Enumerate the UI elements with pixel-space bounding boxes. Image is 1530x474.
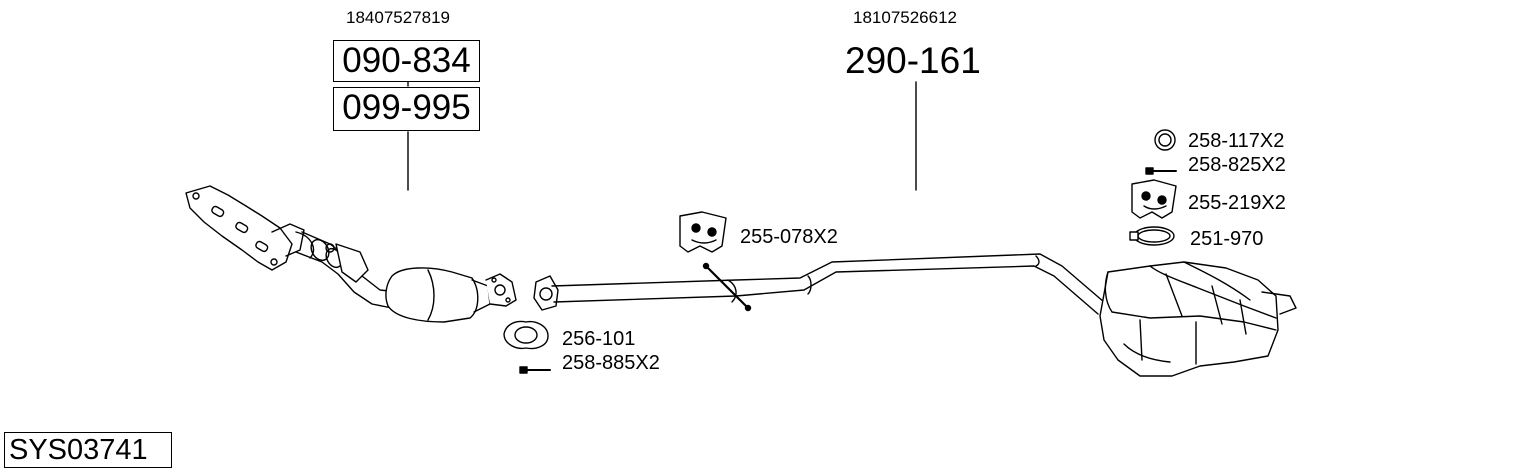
part-number-box-090-834[interactable]: 090-834 (333, 40, 480, 82)
rear-muffler (1099, 261, 1297, 377)
accessory-label-256-101[interactable]: 256-101 (562, 328, 636, 350)
ring-icon-1 (1154, 129, 1176, 151)
middle-pipe (551, 253, 1105, 315)
oe-number-front: 18407527819 (346, 8, 451, 27)
rubber-hanger-icon-2 (1131, 179, 1177, 219)
part-number-290-161[interactable]: 290-161 (845, 40, 981, 81)
bolt-icon-2 (1145, 167, 1177, 175)
system-code: SYS03741 (4, 432, 172, 468)
accessory-label-255-219X2[interactable]: 255-219X2 (1188, 192, 1286, 214)
oe-number-rear: 18107526612 (853, 8, 958, 27)
accessory-label-251-970[interactable]: 251-970 (1190, 228, 1264, 250)
bolt-icon-1 (519, 366, 551, 374)
part-number-box-099-995[interactable]: 099-995 (333, 87, 480, 131)
exhaust-manifold (185, 185, 315, 271)
rubber-hanger-icon-1 (679, 211, 727, 253)
gasket-icon-1 (503, 320, 549, 350)
accessory-label-258-825X2[interactable]: 258-825X2 (1188, 154, 1286, 176)
front-pipe (295, 231, 399, 309)
pipe-clamp (702, 262, 752, 312)
accessory-label-255-078X2[interactable]: 255-078X2 (740, 226, 838, 248)
clamp-icon-1 (1129, 226, 1175, 246)
flange-gasket (533, 275, 559, 311)
accessory-label-258-885X2[interactable]: 258-885X2 (562, 352, 660, 374)
catalytic-converter (385, 267, 517, 323)
accessory-label-258-117X2[interactable]: 258-117X2 (1188, 130, 1285, 152)
